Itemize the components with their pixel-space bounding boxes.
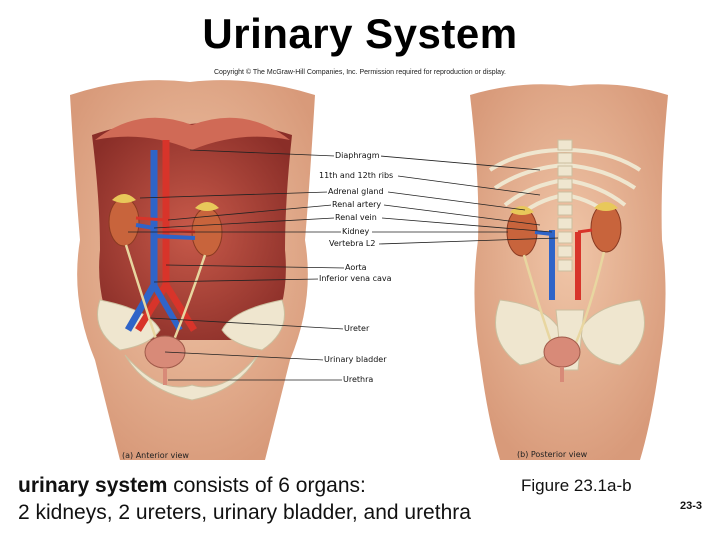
label-urethra: Urethra (342, 375, 375, 384)
copyright-notice: Copyright © The McGraw-Hill Companies, I… (213, 69, 506, 76)
label-diaphragm: Diaphragm (334, 151, 381, 160)
label-kidney: Kidney (341, 227, 371, 236)
figure-reference: Figure 23.1a-b (521, 476, 632, 495)
label-aorta: Aorta (344, 263, 368, 272)
label-vertebra: Vertebra L2 (328, 239, 377, 248)
label-ivc: Inferior vena cava (318, 274, 393, 283)
label-ureter: Ureter (343, 324, 371, 333)
label-ribs: 11th and 12th ribs (318, 171, 395, 180)
page-title: Urinary System (202, 10, 518, 57)
label-adrenal-gland: Adrenal gland (327, 187, 385, 196)
page-number: 23-3 (680, 500, 703, 512)
label-urinary-bladder: Urinary bladder (323, 355, 388, 364)
caption: urinary system consists of 6 organs: 2 k… (18, 472, 471, 526)
label-renal-artery: Renal artery (331, 200, 383, 209)
anterior-torso (70, 80, 315, 461)
caption-line-1-rest: consists of 6 organs: (167, 474, 366, 497)
posterior-view-label: (b) Posterior view (517, 450, 588, 459)
caption-line-1: urinary system consists of 6 organs: (18, 472, 471, 499)
caption-bold-term: urinary system (18, 474, 168, 497)
label-renal-vein: Renal vein (334, 213, 378, 222)
caption-line-2: 2 kidneys, 2 ureters, urinary bladder, a… (18, 501, 471, 524)
posterior-torso (470, 84, 668, 461)
anterior-view-label: (a) Anterior view (122, 451, 189, 460)
